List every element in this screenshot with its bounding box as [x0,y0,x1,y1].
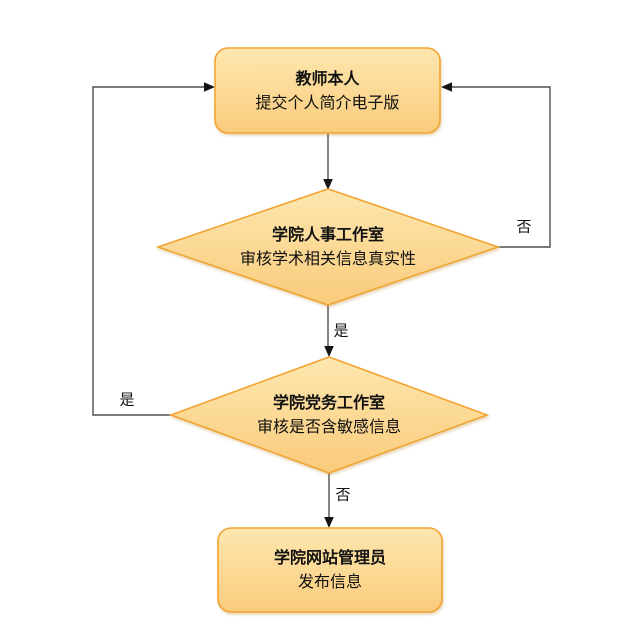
node-shapes [155,47,501,613]
arrowhead-down-into-party-diamond [324,346,334,357]
arrowhead-down-into-webadmin-box [324,517,334,528]
edge-party-to-teacher-yes [92,86,205,416]
arrowhead-right-into-teacher-box [204,82,215,92]
node-shape-webadmin [217,527,443,613]
edge-label-yes-hr-to-party: 是 [331,321,351,340]
edge-label-yes-party-to-teacher: 是 [117,390,137,409]
node-shape-teacher [214,47,441,134]
edge-label-no-hr-to-teacher: 否 [514,217,534,236]
node-shape-party-review-diamond [168,356,490,474]
edge-label-no-party-to-webadmin: 否 [333,485,353,504]
connector-lines [92,86,551,518]
edge-hr-to-teacher-no [451,86,551,248]
arrowheads [204,82,452,528]
arrowhead-left-into-teacher-box [441,82,452,92]
node-shape-hr-review-diamond [155,188,501,306]
arrowhead-down-into-hr-diamond [323,179,333,190]
